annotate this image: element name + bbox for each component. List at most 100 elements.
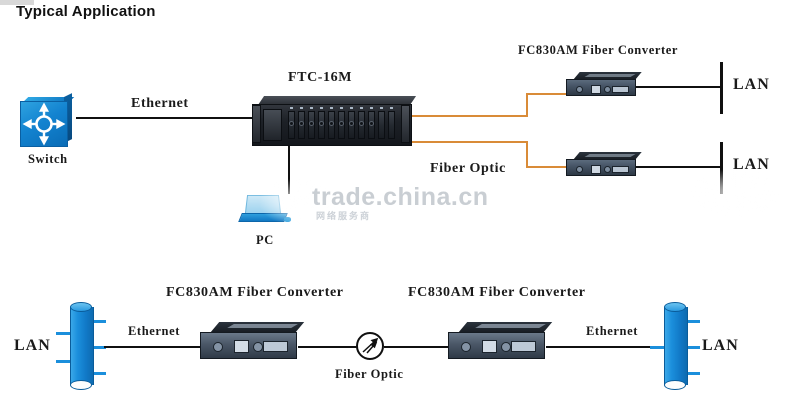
watermark-glow	[690, 168, 780, 218]
converter-indicator	[501, 342, 511, 352]
watermark-subtext: 网络服务商	[316, 211, 372, 221]
lan-cylinder-cap-top	[664, 302, 686, 312]
converter-front-face	[566, 159, 636, 176]
chassis-port	[369, 121, 374, 126]
chassis-led	[380, 107, 383, 109]
converter-front-face	[566, 79, 636, 96]
converter-indicator	[604, 86, 611, 93]
lan-cylinder-icon	[650, 302, 700, 392]
chassis-rack-ear-left	[252, 105, 261, 143]
lan-cylinder-body	[664, 307, 688, 385]
lan-cylinder-stub	[92, 320, 106, 323]
chassis-label: FTC-16M	[288, 70, 353, 85]
converter-indicator	[461, 342, 471, 352]
converter-label-right: FC830AM Fiber Converter	[408, 285, 586, 300]
chassis-slot	[378, 111, 385, 139]
chassis-led	[330, 107, 333, 109]
fiber-optic-icon	[356, 332, 384, 360]
media-converter-icon	[566, 72, 642, 98]
converter-indicator	[213, 342, 223, 352]
header-accent-bar	[0, 0, 34, 5]
chassis-port	[359, 121, 364, 126]
fiber-upper-segment-1	[412, 115, 528, 117]
media-converter-icon	[566, 152, 642, 178]
ethernet-label-left: Ethernet	[128, 324, 181, 338]
ethernet-label-top: Ethernet	[131, 96, 189, 111]
chassis-power-module	[263, 109, 282, 141]
switch-icon	[20, 93, 75, 149]
converter-front-face	[200, 332, 297, 359]
lan-cylinder-icon	[56, 302, 106, 392]
lan-label-2: LAN	[733, 156, 770, 173]
converter-front-face	[448, 332, 545, 359]
converter-fiber-port	[263, 341, 288, 352]
lan-cylinder-stub	[56, 360, 70, 363]
converter-indicator	[576, 166, 583, 173]
wire-fiber-to-converterright	[384, 346, 448, 348]
wire-converterleft-to-fiber	[298, 346, 358, 348]
pc-icon	[238, 194, 292, 224]
switch-arrows-icon	[22, 102, 66, 146]
converter-rj45-port	[591, 165, 601, 174]
lan-cylinder-stub	[92, 346, 106, 349]
lan-label-left: LAN	[14, 337, 51, 354]
wire-chassis-to-pc	[288, 146, 290, 194]
lan-cylinder-stub	[56, 332, 70, 335]
converter-fiber-port	[511, 341, 536, 352]
lan-cylinder-cap-top	[70, 302, 92, 312]
fiber-optic-label-bottom: Fiber Optic	[335, 367, 404, 381]
pc-label: PC	[256, 233, 274, 247]
pc-base	[238, 213, 288, 222]
media-converter-icon	[200, 322, 305, 360]
chassis-led	[370, 107, 373, 109]
converter-indicator	[604, 166, 611, 173]
fiber-lower-segment-2	[526, 141, 528, 168]
wire-converterright-to-lanright	[546, 346, 652, 348]
chassis-port	[349, 121, 354, 126]
chassis-port	[319, 121, 324, 126]
chassis-led	[290, 107, 293, 109]
lan-cylinder-stub	[92, 372, 106, 375]
fiber-upper-segment-3	[526, 93, 568, 95]
converter-brand-strip	[584, 73, 636, 77]
fiber-lower-segment-1	[412, 141, 528, 143]
lan-label-right: LAN	[702, 337, 739, 354]
converter-fiber-port	[612, 166, 629, 173]
converter-rj45-port	[591, 85, 601, 94]
chassis-led	[390, 107, 393, 109]
chassis-port	[339, 121, 344, 126]
chassis-led	[300, 107, 303, 109]
lan-label-1: LAN	[733, 76, 770, 93]
fiber-upper-segment-2	[526, 93, 528, 117]
media-converter-icon	[448, 322, 553, 360]
chassis-slot	[388, 111, 395, 139]
chassis-port	[289, 121, 294, 126]
converter-rj45-port	[234, 340, 249, 353]
lan-bar-icon	[720, 142, 723, 194]
converter-indicator	[576, 86, 583, 93]
lan-cylinder-stub	[686, 320, 700, 323]
fiber-optic-arrows-icon	[362, 337, 379, 354]
chassis-rack-ear-right	[401, 105, 410, 143]
lan-cylinder-cap-bottom	[70, 380, 92, 390]
chassis-led	[310, 107, 313, 109]
converter-brand-strip	[227, 324, 298, 328]
converter-indicator	[253, 342, 263, 352]
lan-cylinder-body	[70, 307, 94, 385]
lan-cylinder-cap-bottom	[664, 380, 686, 390]
switch-label: Switch	[28, 152, 68, 166]
fiber-lower-segment-3	[526, 166, 568, 168]
ethernet-label-right: Ethernet	[586, 324, 639, 338]
rack-chassis-icon	[252, 96, 417, 146]
lan-cylinder-stub	[686, 372, 700, 375]
chassis-port	[299, 121, 304, 126]
lan-bar-icon	[720, 62, 723, 114]
chassis-port	[309, 121, 314, 126]
chassis-led	[350, 107, 353, 109]
page-title: Typical Application	[16, 3, 156, 20]
wire-lanleft-to-converter	[104, 346, 200, 348]
chassis-led	[320, 107, 323, 109]
converter-brand-strip	[584, 153, 636, 157]
wire-converter1-to-lan1	[636, 86, 722, 88]
